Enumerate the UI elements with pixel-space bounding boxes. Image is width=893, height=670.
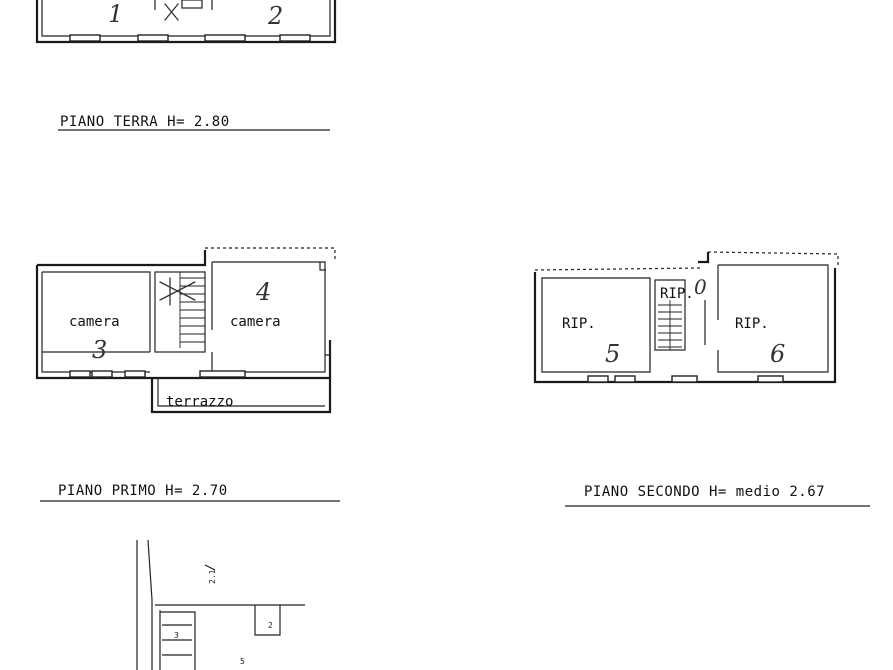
site-mark-4: 5 [240, 657, 245, 666]
site-plan: 2.1 3 2 5 [136, 539, 305, 670]
ground-floor-plan: 1 2 [35, 0, 337, 44]
second-floor-plan: RIP. RIP. RIP. 5 6 0 [533, 251, 839, 384]
room-number-3: 3 [92, 336, 107, 364]
caption-second-floor: PIANO SECONDO H= medio 2.67 [584, 484, 825, 500]
room-label-storage-right: RIP. [735, 316, 769, 332]
site-mark-1: 2.1 [208, 569, 217, 584]
room-label-storage-mid: RIP. [660, 286, 694, 302]
first-floor-plan: camera camera terrazzo 3 4 [35, 247, 336, 414]
room-number-6: 6 [770, 340, 785, 368]
room-number-0: 0 [694, 275, 707, 299]
room-label-terrace: terrazzo [166, 394, 233, 410]
room-number-5: 5 [605, 340, 620, 368]
caption-ground-floor: PIANO TERRA H= 2.80 [60, 114, 230, 130]
room-number-2: 2 [267, 2, 283, 30]
site-mark-2: 3 [174, 631, 179, 640]
room-number-4: 4 [255, 278, 271, 306]
room-label-storage-left: RIP. [562, 316, 596, 332]
caption-first-floor: PIANO PRIMO H= 2.70 [58, 483, 228, 499]
site-mark-3: 2 [268, 621, 273, 630]
room-label-camera-left: camera [69, 314, 120, 330]
room-number-1: 1 [108, 0, 123, 28]
room-label-camera-right: camera [230, 314, 281, 330]
